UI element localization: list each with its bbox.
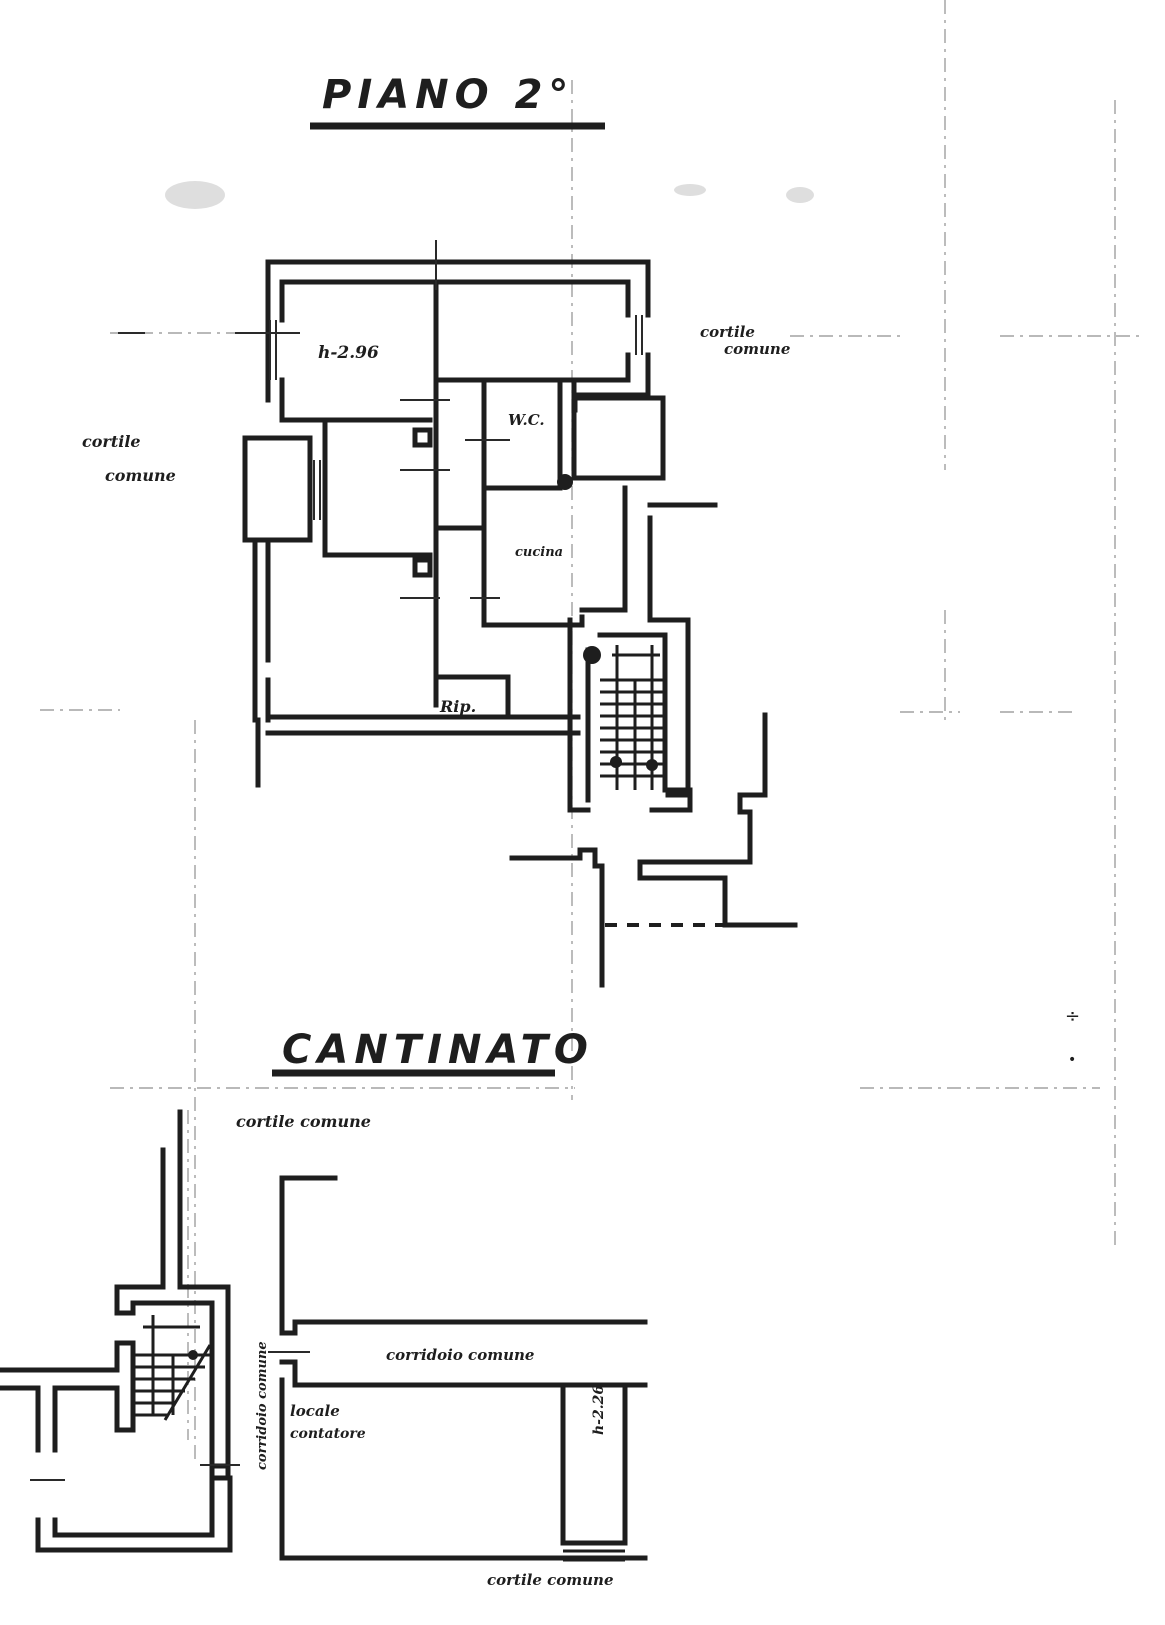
meter-room-label-line2: contatore: [290, 1426, 366, 1442]
construction-grid: [40, 0, 1140, 1460]
basement-title: CANTINATO: [282, 1027, 594, 1073]
mark-dot-icon: •: [1068, 1052, 1076, 1068]
courtyard-left-label-line1: cortile: [82, 432, 141, 451]
meter-room-label-line1: locale: [290, 1402, 340, 1420]
upper-floor-title: PIANO 2°: [322, 72, 574, 118]
scan-smudge: [674, 184, 706, 196]
corridor-label: corridoio comune: [386, 1346, 534, 1364]
courtyard-bottom-label: cortile comune: [487, 1571, 614, 1589]
corridor-vertical-label: corridoio comune: [255, 1341, 270, 1470]
room-height-label: h-2.96: [318, 343, 379, 363]
dimension-ticks: [118, 240, 510, 599]
upper-floor-walls: [242, 259, 798, 988]
wc-label: W.C.: [508, 411, 545, 429]
mark-plus-icon: ÷: [1065, 1006, 1080, 1027]
courtyard-top-label: cortile comune: [236, 1112, 371, 1131]
scan-smudge: [786, 187, 814, 203]
cellar-height-label: h-2.26: [591, 1385, 607, 1435]
courtyard-left-label-line2: comune: [105, 466, 176, 485]
courtyard-right-label-line2: comune: [724, 340, 790, 358]
scan-smudge: [165, 181, 225, 209]
courtyard-right-label-line1: cortile: [700, 323, 755, 341]
storage-label: Rip.: [439, 697, 476, 716]
basement-walls: [0, 1109, 648, 1562]
kitchen-label: cucina: [515, 545, 563, 560]
